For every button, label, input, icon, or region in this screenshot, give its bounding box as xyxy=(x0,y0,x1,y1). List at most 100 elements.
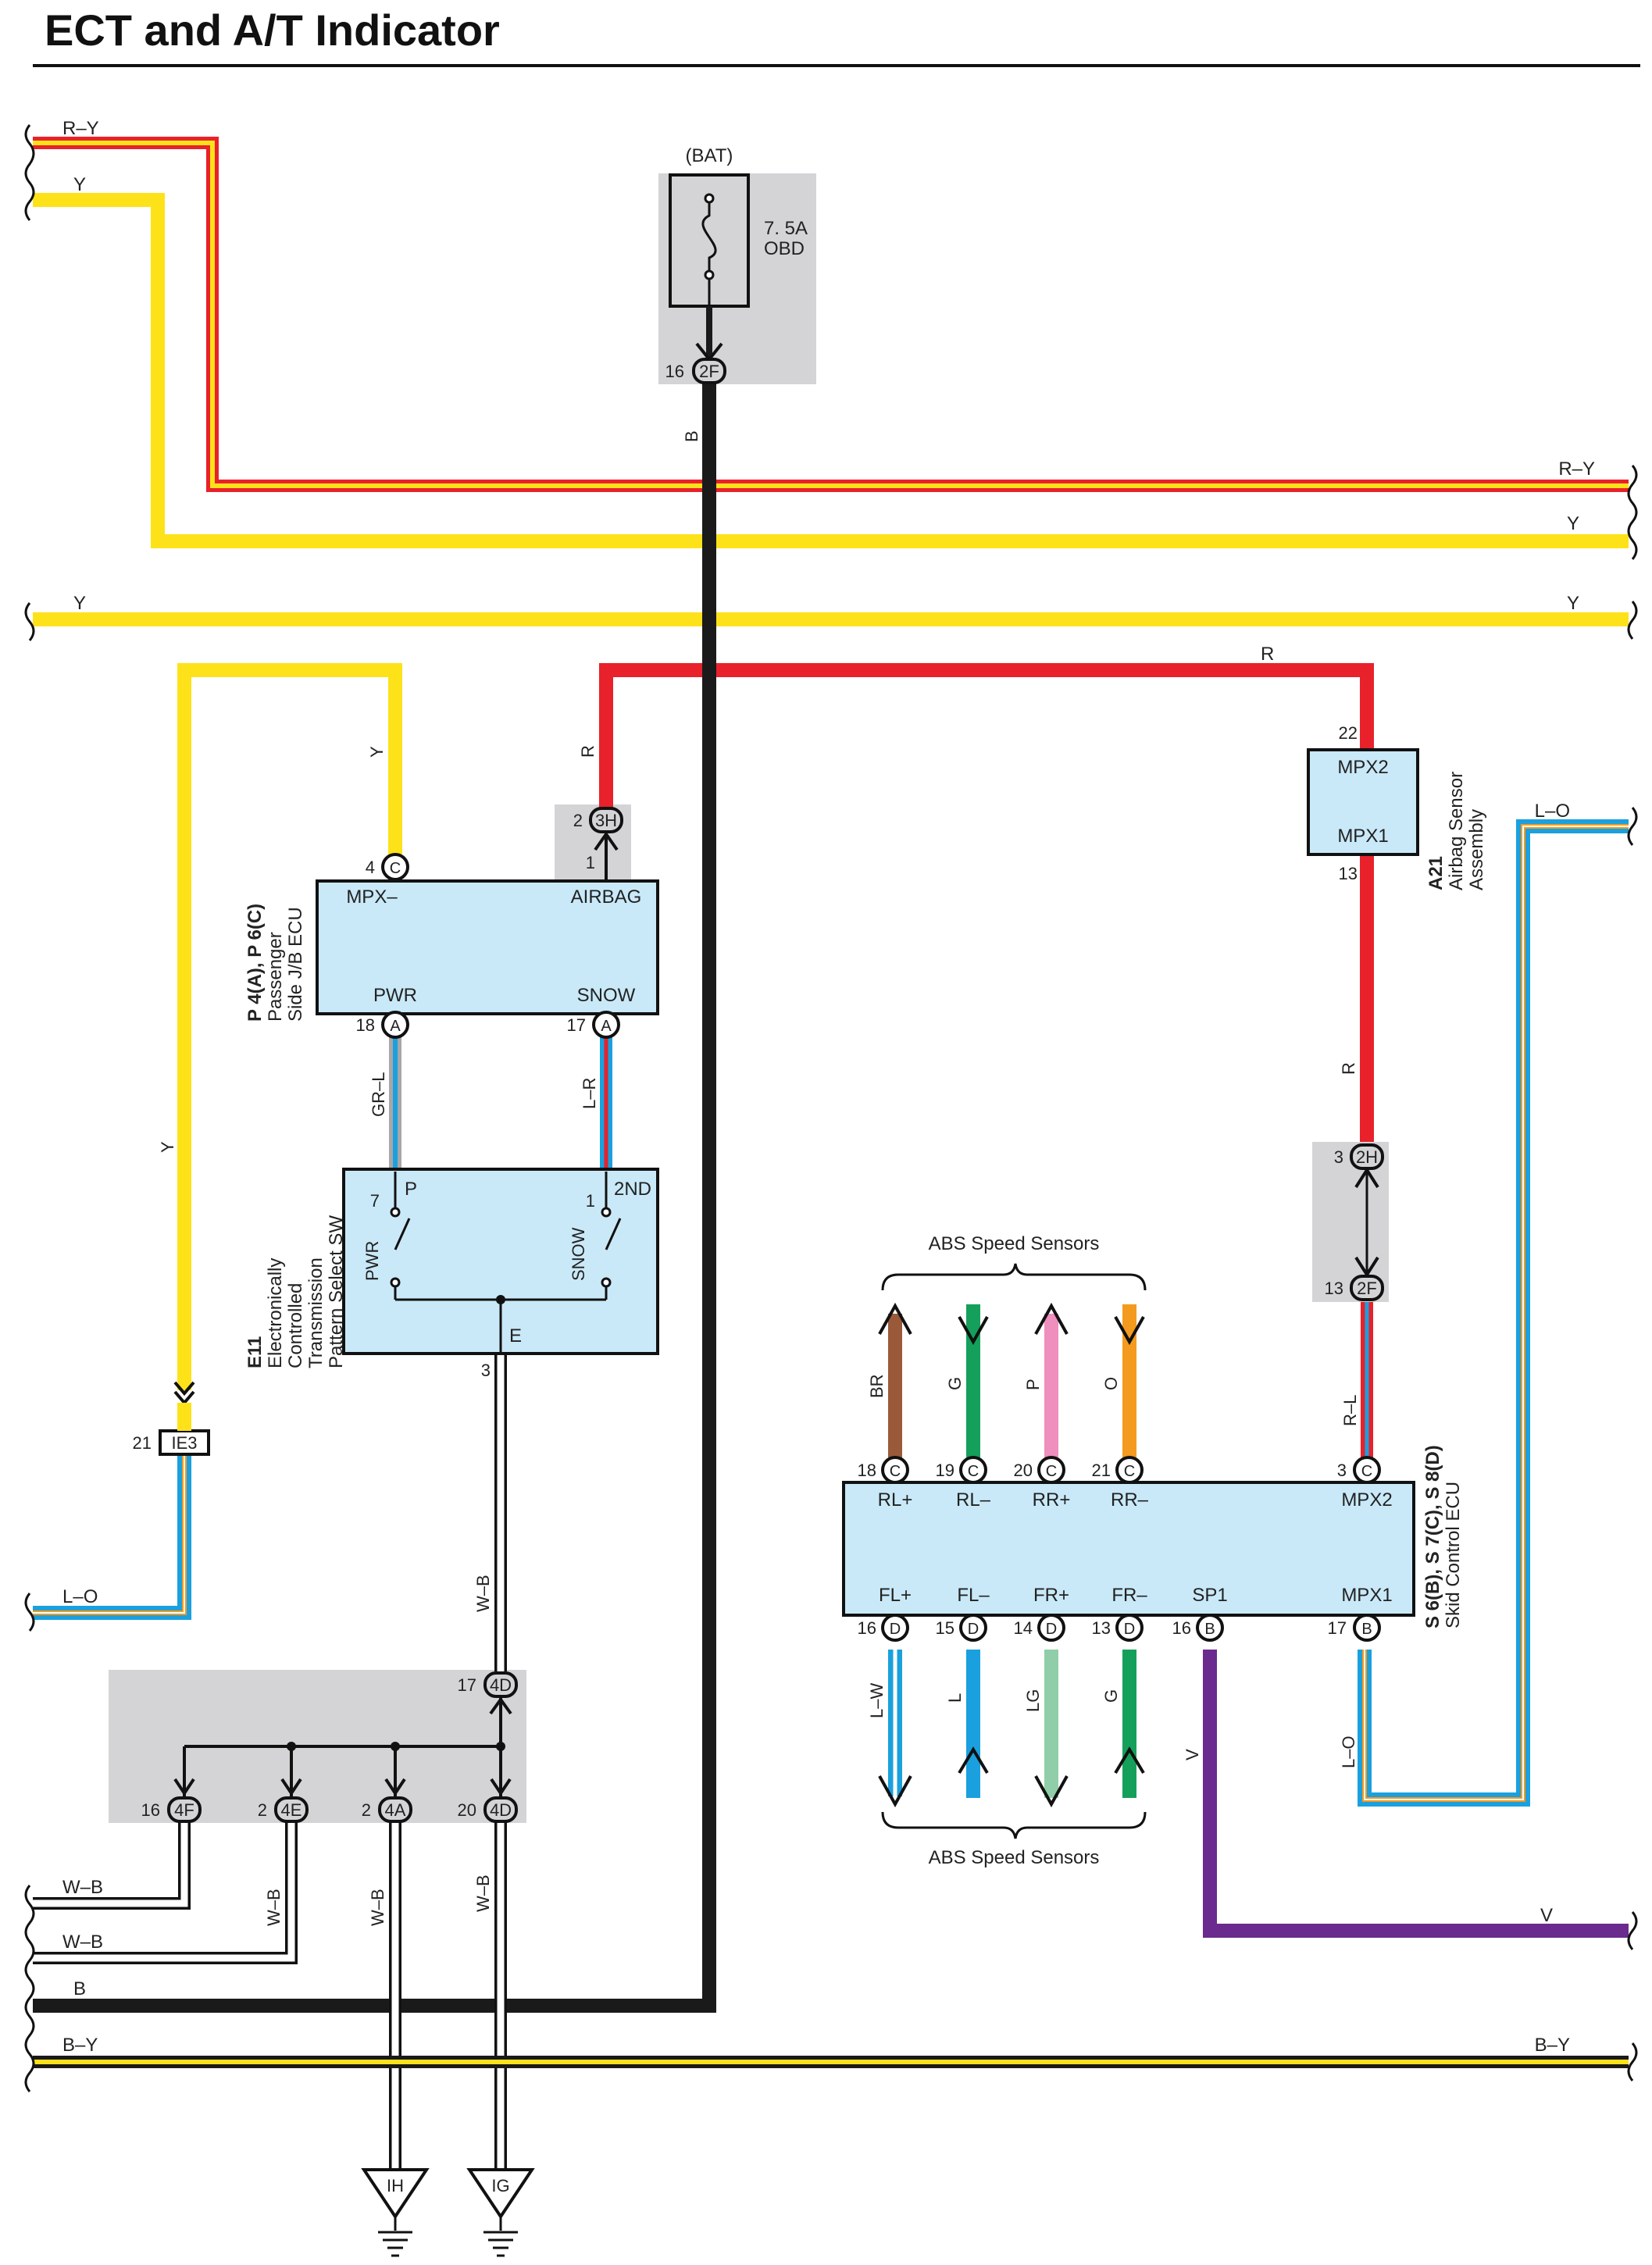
junction-2h-id: 2H xyxy=(1356,1147,1378,1167)
skid-ecu-pin-rr-plus-conn: C xyxy=(1046,1463,1057,1480)
label-wire-wb-4a-wrap: W–B xyxy=(368,1889,387,1926)
abs-bottom-brace xyxy=(881,1811,1147,1839)
abs-top-brace xyxy=(881,1263,1147,1291)
skid-ecu-name: Skid Control ECU xyxy=(1443,1482,1464,1628)
skid-ecu-ref: S 6(B), S 7(C), S 8(D) xyxy=(1422,1445,1443,1628)
label-wire-y-ecu: Y xyxy=(367,746,387,758)
select-sw-snow-label: SNOW xyxy=(569,1227,588,1281)
select-sw-name-line4: Pattern Select SW xyxy=(326,1215,347,1368)
wire-w-b-4e xyxy=(33,1821,298,1964)
label-wire-r-ecu-wrap: R xyxy=(578,745,598,758)
label-wire-b-left: B xyxy=(73,1978,86,1999)
junction-2f-id: 2F xyxy=(1357,1279,1377,1298)
ie3-pin: 21 xyxy=(133,1433,152,1453)
skid-ecu-terminal-rr-minus: RR– xyxy=(1111,1489,1149,1511)
skid-ecu-pin-rl-plus-num: 18 xyxy=(858,1461,876,1480)
ground-junction-out-4a xyxy=(378,1796,412,1823)
ground-ig: IG xyxy=(466,2168,535,2257)
ground-junction-out-4f-pin: 16 xyxy=(141,1800,160,1820)
jb-ecu-ref: P 4(A), P 6(C) xyxy=(244,904,266,1022)
ground-junction-out-4a-pin: 2 xyxy=(362,1800,371,1820)
select-sw-pin-p: 7 xyxy=(370,1191,380,1211)
label-wire-y-down: Y xyxy=(158,1141,177,1153)
label-wire-r-top: R xyxy=(1261,644,1274,665)
ground-junction-node-4e xyxy=(287,1742,296,1751)
select-sw-pin-2nd: 1 xyxy=(586,1191,595,1211)
select-sw-name-line1: Electronically xyxy=(265,1258,286,1368)
skid-ecu-pin-rl-plus xyxy=(881,1456,909,1484)
airbag-sensor-box xyxy=(1307,748,1419,856)
label-wire-g-top: G xyxy=(945,1377,965,1390)
continuation-marks-right xyxy=(1627,465,1638,2081)
jb-ecu-label: P 4(A), P 6(C) Passenger Side J/B ECU xyxy=(244,904,306,1022)
label-wire-lr: L–R xyxy=(580,1078,599,1109)
wire-l-o-right xyxy=(1358,819,1629,1807)
jb-ecu-pin-pwr xyxy=(381,1011,409,1039)
label-wire-rl-wrap: R–L xyxy=(1340,1395,1360,1426)
skid-ecu-pin-fl-plus-conn: D xyxy=(890,1621,901,1638)
jb-ecu-name-line1: Passenger xyxy=(265,932,286,1022)
abs-arrow-g-top xyxy=(958,1316,989,1346)
ground-junction-in-id: 4D xyxy=(490,1675,512,1695)
label-wire-wb-4e: W–B xyxy=(264,1889,284,1926)
label-wire-l-wrap: L xyxy=(945,1693,965,1703)
ground-junction-out-4e-id: 4E xyxy=(281,1800,302,1820)
select-sw-name-line3: Transmission xyxy=(305,1257,326,1368)
wire-r xyxy=(599,663,1374,808)
skid-ecu-pin-fr-minus xyxy=(1115,1614,1144,1642)
skid-ecu-pin-fl-plus xyxy=(881,1614,909,1642)
skid-ecu-label: S 6(B), S 7(C), S 8(D) Skid Control ECU xyxy=(1422,1445,1464,1628)
airbag-sensor-name-line1: Airbag Sensor xyxy=(1446,772,1467,890)
jb-ecu-box xyxy=(316,879,659,1015)
ground-junction-out-4f-id: 4F xyxy=(174,1800,194,1820)
fuse-symbol xyxy=(701,198,717,275)
skid-ecu-pin-fl-minus-conn: D xyxy=(968,1621,979,1638)
label-wire-p: P xyxy=(1023,1379,1043,1390)
label-wire-lw: L–W xyxy=(867,1683,887,1718)
skid-ecu-pin-mpx2 xyxy=(1353,1456,1381,1484)
skid-ecu-pin-rr-minus-conn: C xyxy=(1124,1463,1135,1480)
abs-arrow-lg xyxy=(1034,1775,1069,1808)
abs-arrow-l-w xyxy=(878,1775,912,1808)
jb-ecu-pin-pwr-conn: A xyxy=(390,1018,401,1035)
label-wire-lg-wrap: LG xyxy=(1023,1689,1043,1712)
skid-ecu-terminal-fl-minus: FL– xyxy=(957,1585,990,1606)
junction-2f-pin: 13 xyxy=(1325,1279,1343,1298)
skid-ecu-pin-fr-plus-conn: D xyxy=(1046,1621,1057,1638)
label-wire-wb-switch-wrap: W–B xyxy=(473,1575,493,1612)
label-wire-lo-right: L–O xyxy=(1535,801,1570,822)
ground-junction-out-4e xyxy=(274,1796,309,1823)
label-wire-br: BR xyxy=(867,1374,887,1398)
label-wire-b-vertical: B xyxy=(682,430,701,442)
select-sw-terminal-snow: SNOW xyxy=(569,1227,588,1281)
jb-ecu-pin-c-conn: C xyxy=(390,860,401,877)
junction-2f xyxy=(1350,1275,1384,1301)
fuse-source: (BAT) xyxy=(686,145,733,166)
skid-ecu-pin-rr-minus-num: 21 xyxy=(1092,1461,1111,1480)
label-wire-wb-4d: W–B xyxy=(473,1874,493,1912)
abs-arrow-p xyxy=(1034,1302,1069,1335)
label-wire-wb-left-2: W–B xyxy=(62,1931,103,1953)
label-wire-rl: R–L xyxy=(1340,1395,1360,1426)
junction-2h xyxy=(1350,1143,1384,1170)
label-wire-v-right: V xyxy=(1540,1905,1553,1926)
label-wire-v-vertical: V xyxy=(1183,1749,1202,1760)
select-sw-pwr-label: PWR xyxy=(362,1241,382,1281)
skid-ecu-terminal-rl-minus: RL– xyxy=(956,1489,991,1511)
select-sw-label: E11 Electronically Controlled Transmissi… xyxy=(244,1215,347,1368)
abs-bottom-label: ABS Speed Sensors xyxy=(929,1847,1100,1868)
label-wire-ry-right: R–Y xyxy=(1558,458,1595,480)
skid-ecu-terminal-fl-plus: FL+ xyxy=(879,1585,912,1606)
label-wire-y-right-top: Y xyxy=(1567,513,1579,534)
skid-ecu-terminal-mpx1: MPX1 xyxy=(1341,1585,1392,1606)
label-wire-y-left-mid: Y xyxy=(73,593,86,614)
skid-ecu-pin-rl-plus-conn: C xyxy=(890,1463,901,1480)
jb-ecu-pin-snow xyxy=(592,1011,620,1039)
ground-junction-out-4d xyxy=(483,1796,518,1823)
fuse-name: OBD xyxy=(764,238,805,259)
wire-r-y xyxy=(33,137,1629,492)
label-wire-by-left: B–Y xyxy=(62,2035,98,2056)
connector-2f-fuse-id: 2F xyxy=(699,362,719,381)
select-sw-ref: E11 xyxy=(244,1336,266,1368)
ground-ih-label: IH xyxy=(387,2176,404,2195)
